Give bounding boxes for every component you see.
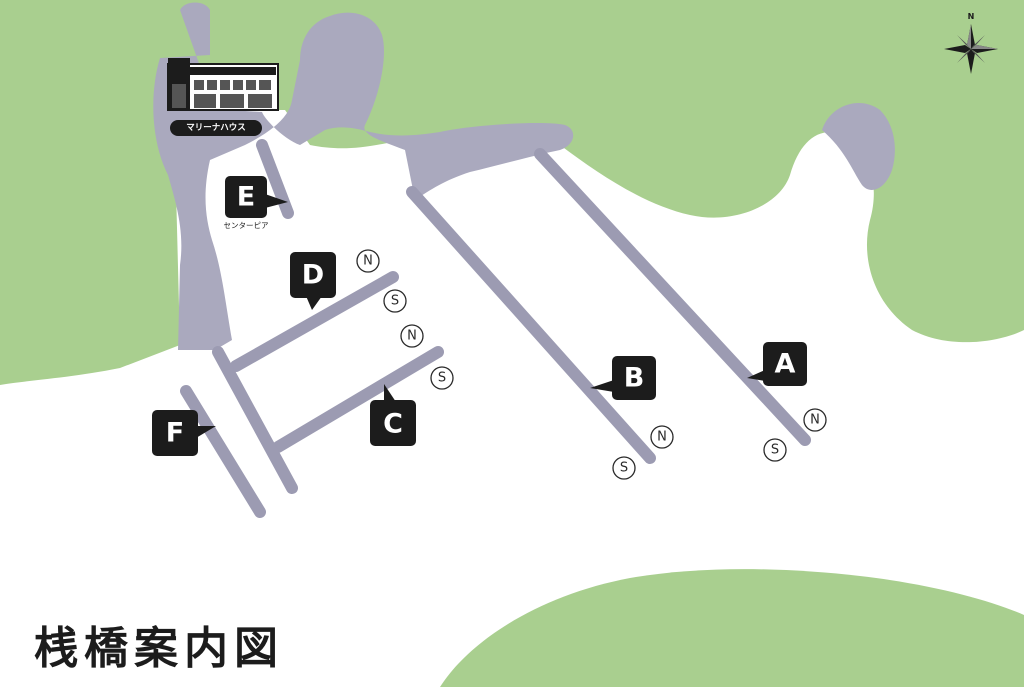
pier-label-a: A [775,349,796,380]
pier-tag-e[interactable]: E センターピア [224,176,289,230]
quay-areas [153,2,895,350]
pier-label-e: E [237,182,255,213]
marina-house-label: マリーナハウス [186,123,246,133]
pier-c-south-marker [430,366,454,390]
pier-d-north-marker [356,249,380,273]
pier-b-north-text: N [657,430,667,445]
pier-label-c: C [383,409,403,440]
land-north [0,0,1024,385]
pier-label-b: B [624,363,645,394]
ns-markers: N S N S N S N S [356,249,827,480]
marina-house-label-bg [170,120,262,136]
pier-a-south-text: S [771,443,779,458]
pier-d-north-text: N [363,254,373,269]
pier-tag-b[interactable]: B [590,356,656,400]
pier-c-north-text: N [407,329,417,344]
pier-b [406,186,656,464]
pier-spine-west [212,346,298,494]
pier-c [272,346,444,453]
pier-a-north-marker [803,408,827,432]
page-title: 桟橋案内図 [34,623,284,674]
quay-west [153,2,574,350]
pier-tag-f[interactable]: F [152,410,216,456]
pier-d [230,271,399,372]
pier-tags: A B C D E センターピア F [152,176,807,456]
pier-tag-a[interactable]: A [747,342,807,386]
compass-north-label: N [968,12,975,21]
pier-label-d: D [302,260,324,291]
pier-tag-d[interactable]: D [290,252,336,310]
pier-a-south-marker [763,438,787,462]
pier-a-north-text: N [810,413,820,428]
pier-a [534,148,811,446]
compass-rose-icon: N [944,12,998,74]
marina-house: マリーナハウス [167,58,279,136]
pier-b-north-marker [650,425,674,449]
land-south [440,569,1024,687]
pier-b-south-marker [612,456,636,480]
pier-d-south-marker [383,289,407,313]
pier-c-north-marker [400,324,424,348]
marina-house-roof [190,67,276,75]
pier-sublabel-e: センターピア [224,221,269,230]
pier-c-south-text: S [438,371,446,386]
pier-d-south-text: S [391,294,399,309]
quay-east [822,102,895,190]
piers [180,139,811,518]
pier-b-south-text: S [620,461,628,476]
pier-f [180,385,266,518]
pier-tag-c[interactable]: C [370,384,416,446]
pier-label-f: F [166,418,184,449]
